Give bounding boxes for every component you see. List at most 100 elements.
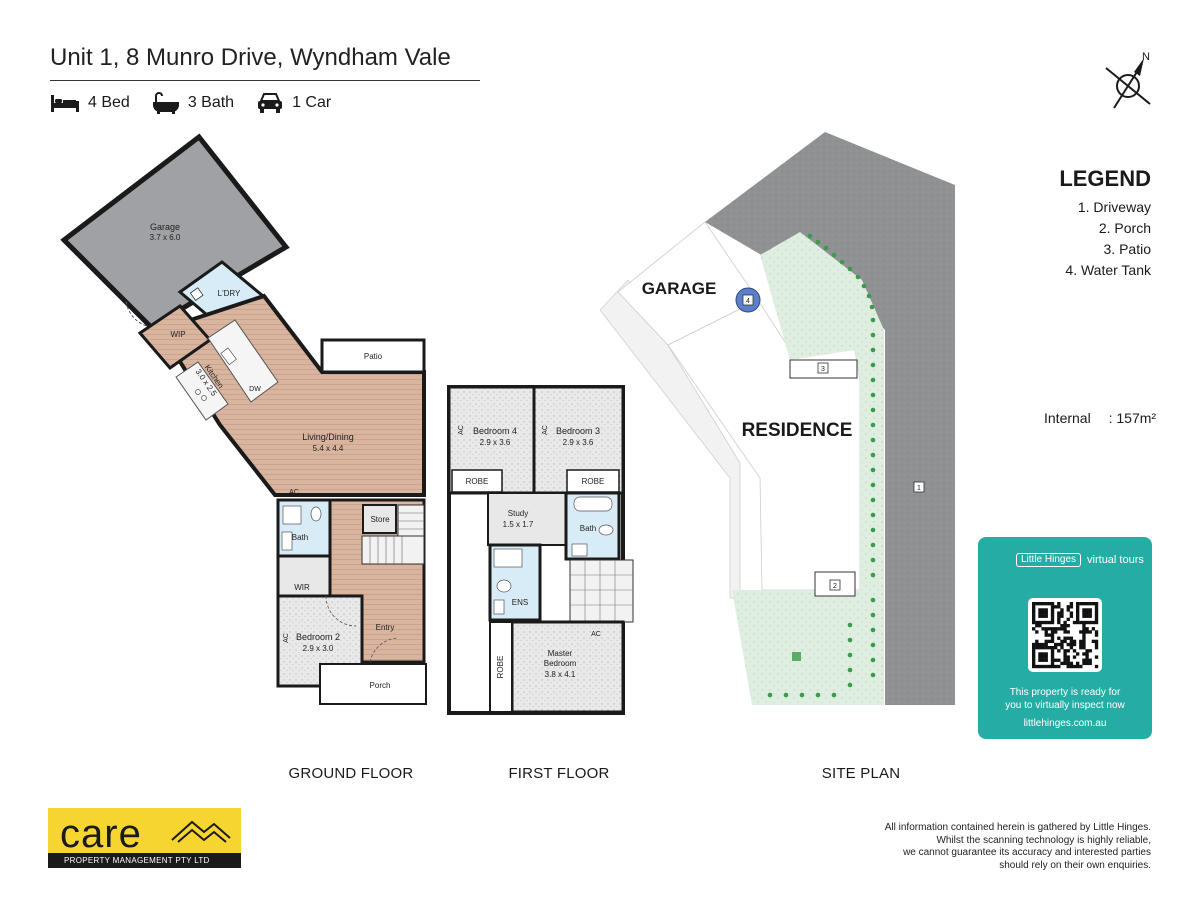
bedroom3-name: Bedroom 3 bbox=[556, 426, 600, 436]
entry-name: Entry bbox=[376, 623, 395, 632]
internal-area: Internal : 157m² bbox=[1044, 410, 1156, 426]
wir-area bbox=[276, 554, 332, 598]
wir-name: WIR bbox=[294, 583, 310, 592]
site-garage-label: GARAGE bbox=[642, 279, 717, 298]
legend-item-porch: 2. Porch bbox=[1098, 220, 1151, 236]
bath-icon bbox=[152, 92, 179, 114]
car-stat: 1 Car bbox=[256, 92, 331, 114]
property-address-title: Unit 1, 8 Munro Drive, Wyndham Vale bbox=[50, 44, 451, 71]
virtual-tours-tag: virtual tours bbox=[1087, 553, 1144, 566]
virtual-tour-message: This property is ready for you to virtua… bbox=[978, 686, 1152, 712]
living-dims: 5.4 x 4.4 bbox=[313, 444, 344, 453]
master-name-line2: Bedroom bbox=[544, 659, 577, 668]
bedroom3-ac-label: AC bbox=[542, 425, 549, 435]
internal-area-label: Internal bbox=[1044, 410, 1091, 426]
car-icon bbox=[258, 93, 283, 113]
virtual-tour-message-line2: you to virtually inspect now bbox=[1005, 700, 1125, 711]
little-hinges-logo: Little Hinges virtual tours bbox=[1016, 553, 1144, 567]
agency-subtitle: PROPERTY MANAGEMENT PTY LTD bbox=[48, 853, 241, 868]
little-hinges-brand: Little Hinges bbox=[1016, 553, 1082, 567]
agency-logo: care PROPERTY MANAGEMENT PTY LTD bbox=[48, 808, 241, 868]
bedroom2-ac-label: AC bbox=[283, 633, 290, 643]
garage-name: Garage bbox=[150, 222, 180, 232]
bedroom4-robe-label: ROBE bbox=[466, 477, 489, 486]
virtual-tour-url[interactable]: littlehinges.com.au bbox=[1023, 718, 1107, 729]
master-robe-label: ROBE bbox=[496, 656, 505, 679]
living-name: Living/Dining bbox=[302, 432, 354, 442]
master-robe bbox=[489, 621, 513, 713]
ensuite-name: ENS bbox=[512, 598, 528, 607]
garage-dims: 3.7 x 6.0 bbox=[150, 233, 181, 242]
virtual-tour-card[interactable]: Little Hinges virtual tours This propert… bbox=[978, 537, 1152, 739]
disclaimer-line2: Whilst the scanning technology is highly… bbox=[936, 834, 1151, 846]
site-back-lawn bbox=[760, 232, 884, 593]
qr-code[interactable] bbox=[1028, 598, 1102, 672]
disclaimer-line3: we cannot guarantee its accuracy and int… bbox=[903, 847, 1151, 858]
agency-name: care bbox=[60, 812, 142, 856]
north-label: N bbox=[1142, 51, 1150, 63]
legend-item-water-tank: 4. Water Tank bbox=[1065, 262, 1151, 278]
bedroom4-ac-label: AC bbox=[458, 425, 465, 435]
patio-area bbox=[320, 338, 426, 374]
dishwasher-label: DW bbox=[249, 386, 261, 393]
first-bath-name: Bath bbox=[580, 524, 596, 533]
disclaimer-line4: should rely on their own enquiries. bbox=[999, 859, 1151, 871]
ground-floor-label: GROUND FLOOR bbox=[289, 765, 414, 782]
master-ac-label: AC bbox=[591, 631, 601, 638]
store-room bbox=[362, 504, 397, 534]
car-count: 1 Car bbox=[292, 94, 332, 111]
bedroom4-dims: 2.9 x 3.6 bbox=[480, 438, 511, 447]
disclaimer: All information contained herein is gath… bbox=[811, 822, 1151, 872]
site-marker-1: 1 bbox=[913, 481, 925, 493]
living-ac-label: AC bbox=[289, 489, 299, 496]
porch-area bbox=[319, 663, 427, 705]
porch-name: Porch bbox=[370, 681, 391, 690]
kitchen-bench bbox=[207, 319, 279, 403]
house-roof-icon bbox=[171, 820, 231, 843]
legend-title: LEGEND bbox=[1059, 166, 1151, 191]
qr-code-icon bbox=[1032, 602, 1099, 669]
property-stats: 4 Bed 3 Bath 1 Car bbox=[50, 92, 331, 114]
legend-item-driveway: 1. Driveway bbox=[1077, 199, 1151, 215]
master-bedroom-area bbox=[510, 620, 625, 714]
patio-name: Patio bbox=[364, 352, 383, 361]
study-name: Study bbox=[508, 509, 528, 518]
marker-1-label: 1 bbox=[917, 485, 921, 492]
study-area bbox=[487, 492, 567, 546]
virtual-tour-message-line1: This property is ready for bbox=[1009, 687, 1121, 698]
bath-count: 3 Bath bbox=[187, 94, 235, 111]
study-dims: 1.5 x 1.7 bbox=[503, 520, 534, 529]
wip-name: WIP bbox=[170, 330, 185, 339]
first-stairs bbox=[569, 559, 634, 623]
bed-count: 4 Bed bbox=[88, 94, 130, 111]
site-residence-label: RESIDENCE bbox=[742, 420, 853, 441]
bath-stat: 3 Bath bbox=[152, 92, 234, 114]
marker-2-label: 2 bbox=[833, 583, 837, 590]
bedroom3-robe-label: ROBE bbox=[582, 477, 605, 486]
bedroom3-dims: 2.9 x 3.6 bbox=[563, 438, 594, 447]
legend-item-patio: 3. Patio bbox=[1103, 241, 1151, 257]
site-front-lawn bbox=[732, 590, 884, 705]
bedroom4-name: Bedroom 4 bbox=[473, 426, 517, 436]
title-divider bbox=[50, 80, 480, 81]
bedroom4-robe bbox=[451, 469, 503, 493]
marker-3-label: 3 bbox=[821, 366, 825, 373]
ground-stairs bbox=[361, 504, 425, 565]
disclaimer-line1: All information contained herein is gath… bbox=[884, 822, 1151, 833]
master-dims: 3.8 x 4.1 bbox=[545, 670, 576, 679]
site-marker-2: 2 bbox=[829, 579, 841, 591]
internal-area-value: : 157m² bbox=[1108, 410, 1157, 426]
laundry-name: L'DRY bbox=[218, 289, 241, 298]
north-compass-icon: N bbox=[1105, 51, 1151, 109]
site-hedge bbox=[767, 233, 876, 698]
site-marker-4: 4 bbox=[742, 294, 754, 306]
bedroom2-dims: 2.9 x 3.0 bbox=[303, 644, 334, 653]
bed-stat: 4 Bed bbox=[50, 93, 130, 113]
bed-icon bbox=[51, 95, 79, 112]
marker-4-label: 4 bbox=[746, 298, 750, 305]
ground-bath-name: Bath bbox=[292, 533, 308, 542]
store-name: Store bbox=[370, 515, 390, 524]
master-name: Master bbox=[548, 649, 573, 658]
legend: LEGEND 1. Driveway 2. Porch 3. Patio 4. … bbox=[1059, 166, 1151, 281]
